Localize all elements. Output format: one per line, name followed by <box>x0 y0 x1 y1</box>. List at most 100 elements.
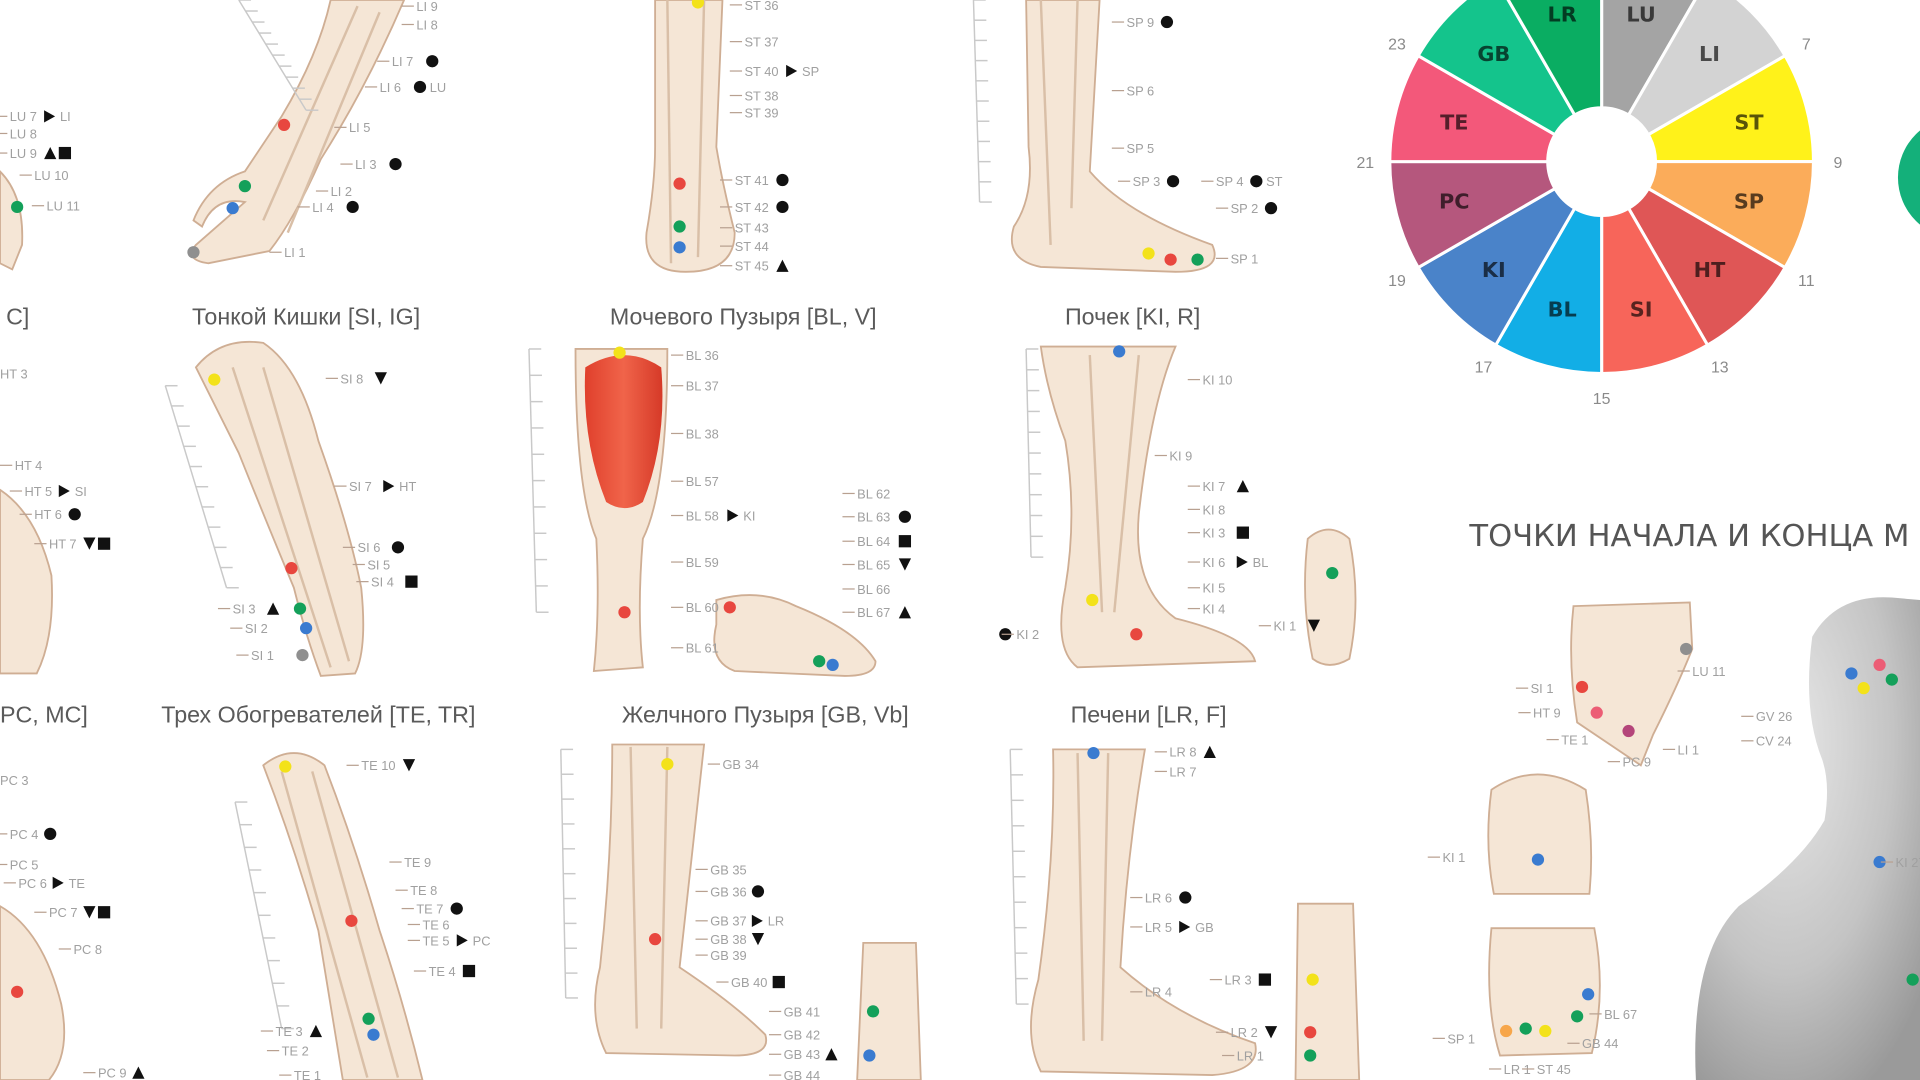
acupoint-label[interactable]: GB 39 <box>695 948 747 963</box>
acupoint-dot-green[interactable] <box>293 602 307 615</box>
acupoint-label[interactable]: GB 35 <box>695 862 747 877</box>
acupoint-label[interactable]: LI 7 <box>377 54 439 69</box>
acupoint-label[interactable]: KI 10 <box>1187 372 1233 387</box>
acupoint-label[interactable]: SI 5 <box>352 557 391 572</box>
acupoint-label[interactable]: BL 63 <box>842 510 912 525</box>
acupoint-label[interactable]: BL 66 <box>842 582 890 597</box>
acupoint-label[interactable]: GV 26 <box>1741 709 1792 724</box>
acupoint-dot-green[interactable] <box>1326 566 1339 580</box>
acupoint-label[interactable]: ST 36 <box>729 0 779 13</box>
acupoint-label[interactable]: LR 1 <box>1222 1048 1264 1063</box>
wheel-segment-lr[interactable]: LR <box>1496 0 1604 118</box>
acupoint-dot-gray[interactable] <box>187 246 200 259</box>
acupoint-label[interactable]: BL 36 <box>671 348 719 363</box>
acupoint-dot-blue[interactable] <box>1087 746 1100 760</box>
acupoint-label[interactable]: BL 59 <box>671 555 719 570</box>
acupoint-label[interactable]: LU 11 <box>1677 664 1726 679</box>
acupoint-label[interactable]: GB 43 <box>768 1047 838 1062</box>
acupoint-dot-blue[interactable] <box>300 622 313 635</box>
acupoint-dot-red[interactable] <box>345 914 358 927</box>
acupoint-label[interactable]: KI 9 <box>1154 448 1193 463</box>
acupoint-dot-blue[interactable] <box>367 1028 380 1041</box>
acupoint-label[interactable]: BL 61 <box>671 641 719 656</box>
acupoint-label[interactable]: BL 67 <box>842 605 912 620</box>
acupoint-dot-yellow[interactable] <box>661 757 674 771</box>
acupoint-dot-red[interactable] <box>1130 628 1143 641</box>
acupoint-label[interactable]: PC 9 <box>83 1066 145 1080</box>
wheel-segment-pc[interactable]: PC <box>1388 160 1558 270</box>
acupoint-label[interactable]: HT 4 <box>0 458 42 473</box>
acupoint-label[interactable]: TE 1 <box>279 1068 321 1080</box>
acupoint-dot-yellow[interactable] <box>613 346 626 359</box>
acupoint-label[interactable]: SP 1 <box>1432 1031 1475 1046</box>
acupoint-label[interactable]: LI 3 <box>340 157 402 172</box>
acupoint-dot-yellow[interactable] <box>1142 247 1155 260</box>
wheel-segment-bl[interactable]: BL <box>1493 206 1604 376</box>
acupoint-label[interactable]: TE 7 <box>401 901 463 916</box>
acupoint-label[interactable]: KI 3 <box>1187 526 1249 541</box>
acupoint-label[interactable]: ST 45 <box>1522 1062 1571 1077</box>
acupoint-dot-gray[interactable] <box>296 648 309 662</box>
acupoint-label[interactable]: LR 1 <box>1488 1062 1531 1077</box>
acupoint-dot-red[interactable] <box>285 562 298 575</box>
acupoint-label[interactable]: LU 8 <box>0 126 37 141</box>
acupoint-dot-green[interactable] <box>1571 1010 1584 1023</box>
acupoint-label[interactable]: LU 11 <box>31 199 80 214</box>
acupoint-dot-red[interactable] <box>1304 1026 1317 1039</box>
acupoint-label[interactable]: SI 6 <box>342 540 405 555</box>
acupoint-label[interactable]: SP 9 <box>1111 15 1174 30</box>
acupoint-label[interactable]: HT 3 <box>0 366 28 381</box>
acupoint-label[interactable]: LI 2 <box>315 184 352 199</box>
acupoint-dot-green[interactable] <box>1191 253 1204 266</box>
acupoint-label[interactable]: TE 2 <box>266 1044 309 1059</box>
acupoint-dot-pink[interactable] <box>1590 706 1603 719</box>
acupoint-dot-yellow[interactable] <box>279 760 292 773</box>
acupoint-label[interactable]: ST 44 <box>720 239 769 254</box>
acupoint-label[interactable]: PC 7 <box>34 905 111 920</box>
acupoint-dot-magenta[interactable] <box>1622 724 1635 738</box>
acupoint-dot-yellow[interactable] <box>1306 973 1319 986</box>
acupoint-label[interactable]: KI 27 <box>1880 855 1920 870</box>
acupoint-dot-red[interactable] <box>1575 680 1589 694</box>
acupoint-label[interactable]: GB 41 <box>768 1004 820 1019</box>
acupoint-label[interactable]: KI 5 <box>1187 581 1226 596</box>
acupoint-dot-blue[interactable] <box>1113 345 1126 358</box>
acupoint-label[interactable]: TE 8 <box>395 883 438 898</box>
acupoint-label[interactable]: GB 44 <box>768 1068 820 1080</box>
acupoint-label[interactable]: ST 39 <box>729 106 779 121</box>
acupoint-dot-pink[interactable] <box>1873 658 1886 672</box>
acupoint-label[interactable]: ST 43 <box>720 221 769 236</box>
acupoint-label[interactable]: BL 65 <box>842 557 912 572</box>
acupoint-label[interactable]: KI 7 <box>1187 479 1249 494</box>
acupoint-label[interactable]: KI 2 <box>999 627 1039 642</box>
acupoint-dot-yellow[interactable] <box>691 0 705 9</box>
acupoint-dot-orange[interactable] <box>1500 1024 1513 1038</box>
acupoint-label[interactable]: ST 38 <box>729 88 779 103</box>
acupoint-dot-green[interactable] <box>1304 1049 1317 1062</box>
acupoint-dot-blue[interactable] <box>673 241 686 254</box>
acupoint-label[interactable]: SP 1 <box>1215 251 1258 266</box>
acupoint-dot-blue[interactable] <box>1531 853 1545 866</box>
acupoint-label[interactable]: KI 1 <box>1258 619 1320 634</box>
acupoint-label[interactable]: SI 3 <box>217 601 280 616</box>
acupoint-label[interactable]: TE 6 <box>407 917 450 932</box>
acupoint-label[interactable]: LI 8 <box>401 17 438 32</box>
acupoint-label[interactable]: BL 60 <box>671 600 719 615</box>
acupoint-dot-red[interactable] <box>277 118 291 132</box>
acupoint-dot-yellow[interactable] <box>1086 593 1099 607</box>
acupoint-label[interactable]: LU 9 <box>0 146 72 161</box>
wheel-segment-gb[interactable]: GB <box>1416 0 1577 137</box>
acupoint-label[interactable]: GB 40 <box>716 975 785 990</box>
acupoint-label[interactable]: BL 62 <box>842 486 890 501</box>
acupoint-label[interactable]: CV 24 <box>1741 734 1792 749</box>
acupoint-label[interactable]: KI 8 <box>1187 502 1226 517</box>
acupoint-dot-green[interactable] <box>1519 1022 1532 1035</box>
acupoint-label[interactable]: ST 45 <box>720 259 789 274</box>
acupoint-label[interactable]: LI 1 <box>1662 742 1699 757</box>
acupoint-dot-red[interactable] <box>618 606 631 619</box>
acupoint-label[interactable]: SI 8 <box>325 371 387 386</box>
acupoint-label[interactable]: PC 5 <box>0 857 38 872</box>
acupoint-label[interactable]: PC 8 <box>58 942 102 957</box>
